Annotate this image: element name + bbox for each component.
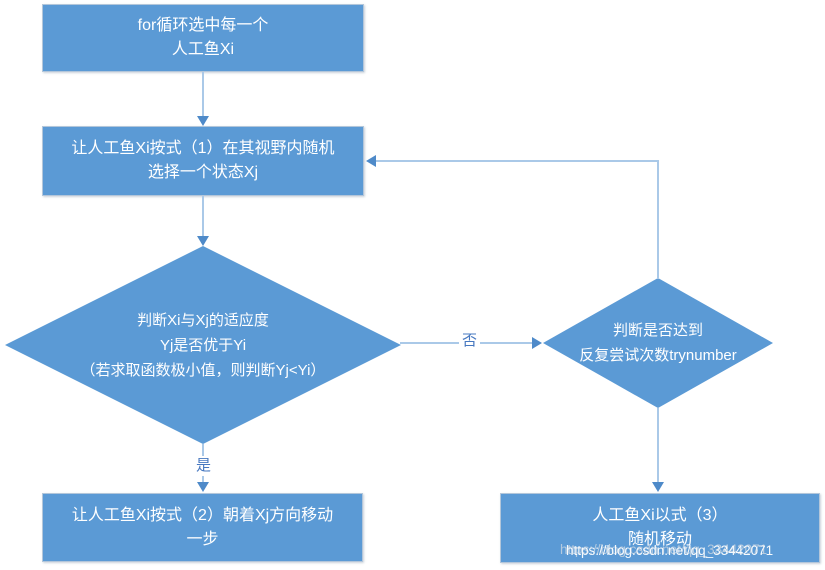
connector-fitness-to-move-upper — [202, 444, 204, 458]
node-text-line: 一步 — [186, 530, 219, 548]
arrowhead-right-icon — [532, 337, 542, 349]
arrowhead-down-icon — [197, 116, 209, 126]
connector-fitness-to-move-lower — [202, 476, 204, 483]
arrowhead-left-icon — [366, 155, 376, 167]
edge-label-yes: 是 — [193, 456, 215, 476]
arrowhead-down-icon — [652, 482, 664, 492]
node-move-step: 让人工鱼Xi按式（2）朝着Xj方向移动 一步 — [42, 493, 363, 562]
watermark: https://blog.csdn.net/qq_33442071 https:… — [560, 542, 822, 562]
node-text-line: 选择一个状态Xj — [147, 164, 259, 181]
node-text-line: 判断Xi与Xj的适应度 — [137, 311, 269, 329]
arrowhead-down-icon — [197, 482, 209, 492]
node-trynumber-decision: 判断是否达到 反复尝试次数trynumber — [543, 278, 773, 408]
arrowhead-down-icon — [197, 236, 209, 246]
connector-trynumber-to-random — [657, 408, 659, 484]
node-fitness-decision: 判断Xi与Xj的适应度 Yj是否优于Yi （若求取函数极小值，则判断Yj<Yi） — [5, 246, 401, 444]
node-text-line: 随机移动 — [627, 531, 692, 548]
connector-trynumber-feedback-horizontal — [375, 160, 659, 162]
node-text-line: 人工鱼Xi以式（3） — [592, 507, 728, 524]
node-text-line: 让人工鱼Xi按式（1）在其视野内随机 — [71, 140, 335, 157]
edge-label-no: 否 — [459, 331, 481, 351]
node-text-line: 判断是否达到 — [612, 322, 703, 339]
node-text-line: 让人工鱼Xi按式（2）朝着Xj方向移动 — [71, 506, 334, 524]
connector-trynumber-feedback-vertical — [657, 161, 659, 279]
node-select-state: 让人工鱼Xi按式（1）在其视野内随机 选择一个状态Xj — [42, 126, 364, 196]
node-text-line: for循环选中每一个 — [137, 17, 269, 34]
connector-for-to-select — [202, 72, 204, 118]
watermark-text: https://blog.csdn.net/qq_33442071 — [560, 542, 768, 557]
node-text-line: 反复尝试次数trynumber — [579, 347, 737, 364]
node-text-line: （若求取函数极小值，则判断Yj<Yi） — [80, 361, 326, 379]
node-for-loop: for循环选中每一个 人工鱼Xi — [42, 4, 364, 72]
node-text-line: 人工鱼Xi — [171, 41, 235, 58]
connector-select-to-fitness — [202, 196, 204, 238]
node-text-line: Yj是否优于Yi — [159, 336, 247, 354]
node-random-move: 人工鱼Xi以式（3） 随机移动 — [500, 493, 820, 563]
watermark-text: https://blog.csdn.net/qq_33442071 — [566, 543, 774, 558]
